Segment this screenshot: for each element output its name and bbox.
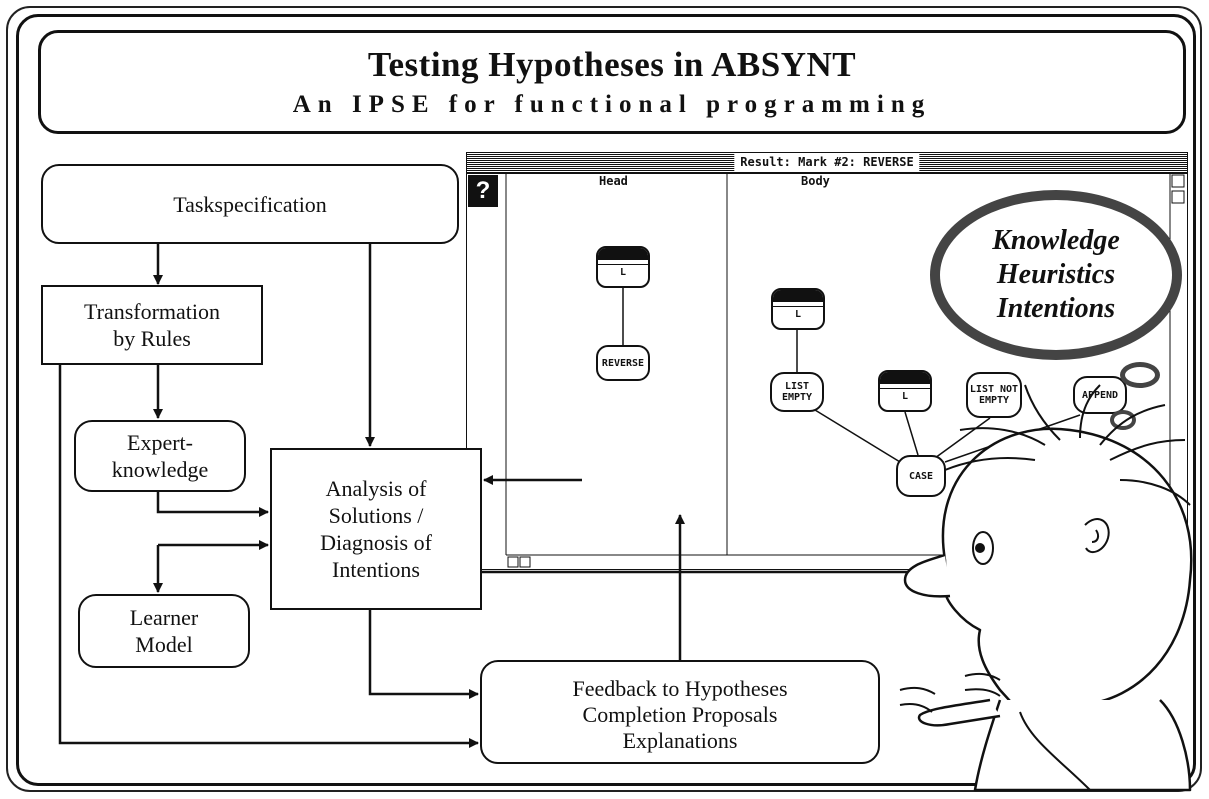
analysis-label-line1: Analysis of [325, 476, 427, 501]
learner-model-box: Learner Model [78, 594, 250, 668]
learner-label-line1: Learner [129, 605, 199, 630]
list-not-empty-label-line1: LIST NOT [969, 384, 1019, 395]
taskspecification-box: Taskspecification [41, 164, 459, 244]
reverse-node-label: REVERSE [601, 357, 645, 369]
taskspecification-label: Taskspecification [173, 191, 327, 217]
mid-param-label: L [880, 388, 930, 402]
mid-param-node[interactable]: L [878, 370, 932, 412]
analysis-label-line3: Diagnosis of [320, 530, 432, 555]
expert-knowledge-box: Expert- knowledge [74, 420, 246, 492]
inner-frame [16, 14, 1196, 786]
window-title: Result: Mark #2: REVERSE [734, 154, 920, 171]
list-empty-node[interactable]: LIST EMPTY [770, 372, 824, 412]
thought-line-heuristics: Heuristics [996, 259, 1116, 290]
head-param-label: L [598, 264, 648, 278]
thought-bubble-tail-small [1110, 410, 1136, 430]
thought-line-intentions: Intentions [996, 293, 1116, 324]
scroll-down-arrow[interactable] [1171, 190, 1185, 204]
case-node[interactable]: CASE [896, 455, 946, 497]
column-body-label: Body [801, 174, 830, 188]
list-not-empty-node[interactable]: LIST NOT EMPTY [966, 372, 1022, 418]
thought-line-knowledge: Knowledge [992, 225, 1120, 256]
expert-label-line2: knowledge [111, 457, 209, 482]
learner-label-line2: Model [135, 632, 193, 657]
title-box: Testing Hypotheses in ABSYNT An IPSE for… [38, 30, 1186, 134]
analysis-label-line4: Intentions [332, 557, 420, 582]
column-head-label: Head [599, 174, 628, 188]
expert-label-line1: Expert- [127, 430, 193, 455]
outer-frame [6, 6, 1202, 792]
body-param-label: L [773, 306, 823, 320]
feedback-label-line3: Explanations [622, 728, 738, 753]
scroll-up-arrow[interactable] [1171, 174, 1185, 188]
feedback-label-line1: Feedback to Hypotheses [572, 676, 788, 701]
append-node[interactable]: APPEND [1073, 376, 1127, 414]
list-empty-label-line1: LIST [784, 381, 810, 392]
thought-bubble: Knowledge Heuristics Intentions [930, 190, 1182, 360]
help-button[interactable]: ? [468, 175, 498, 207]
page-title: Testing Hypotheses in ABSYNT [367, 45, 857, 84]
feedback-box: Feedback to Hypotheses Completion Propos… [480, 660, 880, 764]
scroll-left-arrow[interactable] [507, 556, 519, 568]
transformation-label-line2: by Rules [113, 326, 191, 351]
case-node-label: CASE [908, 470, 934, 482]
transformation-box: Transformation by Rules [41, 285, 263, 365]
analysis-box: Analysis of Solutions / Diagnosis of Int… [270, 448, 482, 610]
list-not-empty-label-line2: EMPTY [978, 395, 1010, 406]
scroll-right-arrow[interactable] [519, 556, 531, 568]
analysis-label-line2: Solutions / [328, 503, 424, 528]
body-param-node[interactable]: L [771, 288, 825, 330]
list-empty-label-line2: EMPTY [781, 392, 813, 403]
head-param-node[interactable]: L [596, 246, 650, 288]
append-node-label: APPEND [1081, 389, 1119, 401]
feedback-label-line2: Completion Proposals [582, 702, 778, 727]
transformation-label-line1: Transformation [83, 299, 221, 324]
thought-bubble-tail-large [1120, 362, 1160, 388]
page-subtitle: An IPSE for functional programming [292, 91, 932, 118]
reverse-node[interactable]: REVERSE [596, 345, 650, 381]
